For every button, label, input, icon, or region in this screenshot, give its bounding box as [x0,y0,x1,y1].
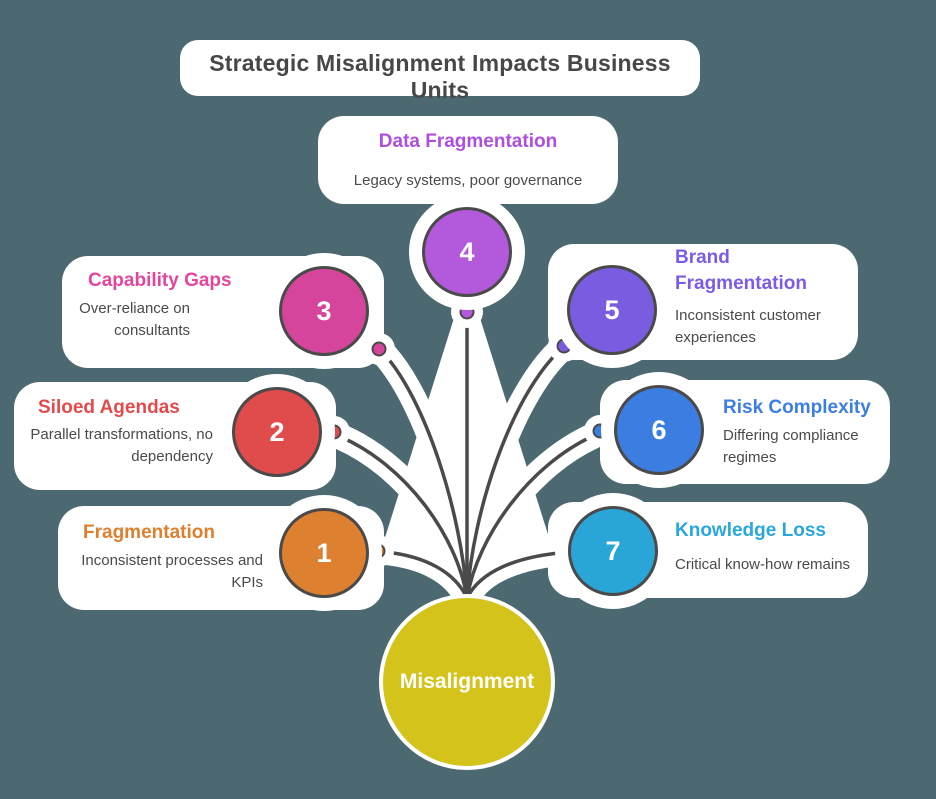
node-1-dot [370,543,386,559]
node-1-subtitle: Inconsistent processes and KPIs [81,552,263,591]
node-5-label: Brand Fragmentation [675,247,807,294]
node-4-number: 4 [459,236,475,267]
node-7-label: Knowledge Loss [675,520,826,541]
node-2-number: 2 [269,416,285,447]
node-6-number: 6 [651,414,667,445]
node-3-circle: 3 [279,266,369,356]
node-4-dot [459,304,475,320]
page-title: Strategic Misalignment Impacts Business … [209,50,671,103]
node-4-text-panel [318,116,618,204]
node-6-subtitle: Differing compliance regimes [723,427,859,466]
node-3-label: Capability Gaps [88,270,232,291]
curve-to-node-2 [339,435,469,600]
curve-to-node-6 [465,434,595,600]
node-7-subtitle: Critical know-how remains [675,556,851,573]
node-5-circle: 5 [567,265,657,355]
node-1-circle: 1 [279,508,369,598]
node-5-subtitle: Inconsistent customer experiences [675,307,821,346]
node-5-dot [556,338,572,354]
node-7-circle: 7 [568,506,658,596]
node-1-label: Fragmentation [83,522,215,543]
node-2-subtitle: Parallel transformations, no dependency [30,426,213,465]
node-3-number: 3 [316,295,332,326]
curve-to-node-5 [465,350,560,600]
node-6-label: Risk Complexity [723,397,871,418]
center-misalignment-label: Misalignment [399,670,535,693]
curve-to-node-7 [465,550,572,600]
node-4-label: Data Fragmentation [378,131,558,152]
node-6-circle: 6 [614,385,704,475]
center-misalignment-circle: Misalignment [379,594,555,770]
title-panel [180,40,700,96]
node-6-dot [592,423,608,439]
node-7-number: 7 [605,535,621,566]
curve-to-node-3 [383,353,469,600]
node-2-circle: 2 [232,387,322,477]
node-2-dot [326,424,342,440]
curve-to-node-1 [383,550,469,600]
curve-lines [339,316,595,600]
node-3-dot [371,341,387,357]
node-2-label: Siloed Agendas [38,397,180,418]
node-4-circle: 4 [422,207,512,297]
node-5-number: 5 [604,294,620,325]
node-3-subtitle: Over-reliance on consultants [79,300,190,339]
node-1-number: 1 [316,537,332,568]
node-4-subtitle: Legacy systems, poor governance [353,172,583,189]
